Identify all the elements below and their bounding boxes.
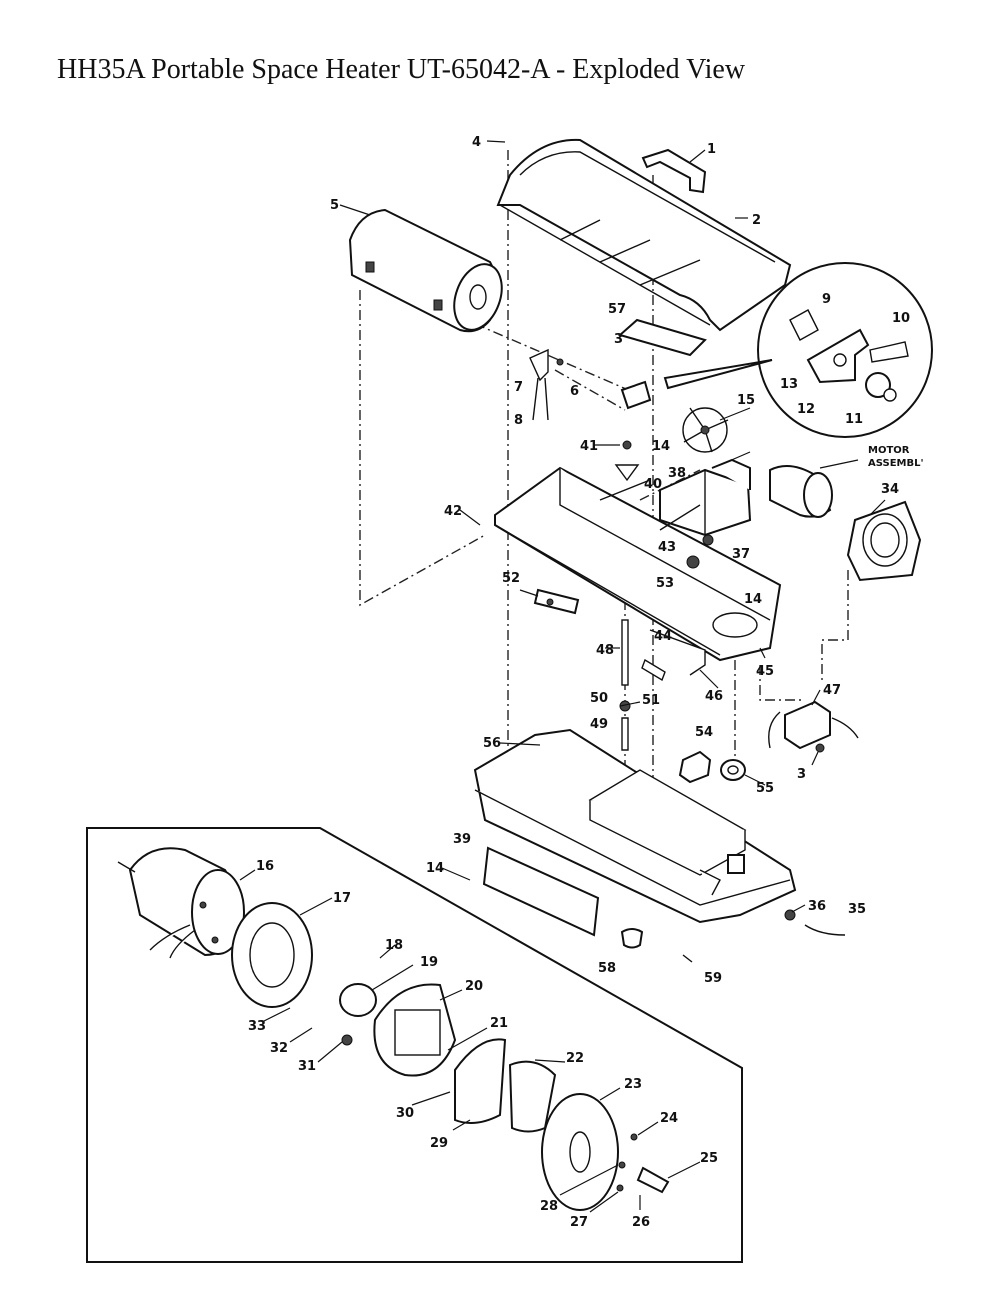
part-label-55: 55 <box>756 781 774 796</box>
transformer <box>768 700 859 753</box>
detail-inset <box>663 262 933 438</box>
part-label-2: 2 <box>752 213 761 228</box>
page-title: HH35A Portable Space Heater UT-65042-A -… <box>57 54 746 85</box>
part-label-17: 17 <box>333 891 351 906</box>
part-label-26: 26 <box>632 1215 650 1230</box>
part-label-42: 42 <box>444 504 462 519</box>
part-label-32: 32 <box>270 1041 288 1056</box>
part-label-45: 45 <box>756 664 774 679</box>
part-label-22: 22 <box>566 1051 584 1066</box>
parts-54-55 <box>678 750 746 784</box>
part-label-28: 28 <box>540 1199 558 1214</box>
rod-48-50 <box>619 619 666 751</box>
motor-assembly-label-line2: ASSEMBL' <box>868 458 924 469</box>
part-label-20: 20 <box>465 979 483 994</box>
part-label-24: 24 <box>660 1111 678 1126</box>
part-label-14-second: 14 <box>744 592 762 607</box>
bracket-13 <box>620 380 652 410</box>
part-label-1: 1 <box>707 142 716 157</box>
part-label-38: 38 <box>668 466 686 481</box>
part-label-25: 25 <box>700 1151 718 1166</box>
part-label-27: 27 <box>570 1215 588 1230</box>
part-label-18: 18 <box>385 938 403 953</box>
part-label-53: 53 <box>656 576 674 591</box>
part-label-31: 31 <box>298 1059 316 1074</box>
part-label-51: 51 <box>642 693 660 708</box>
part-label-34: 34 <box>881 482 899 497</box>
small-bottom-parts <box>620 909 846 963</box>
fan <box>682 407 729 453</box>
plate-57 <box>617 318 707 357</box>
part-label-4: 4 <box>472 135 481 150</box>
part-label-41: 41 <box>580 439 598 454</box>
part-label-56: 56 <box>483 736 501 751</box>
part-label-43: 43 <box>658 540 676 555</box>
part-label-47: 47 <box>823 683 841 698</box>
end-cap-23 <box>541 1093 670 1211</box>
part-label-3: 3 <box>614 332 623 347</box>
bracket-6-7-8 <box>529 348 564 421</box>
part-label-30: 30 <box>396 1106 414 1121</box>
part-label-9: 9 <box>822 292 831 307</box>
housing-20 <box>341 983 457 1077</box>
part-label-13: 13 <box>780 377 798 392</box>
part-label-16: 16 <box>256 859 274 874</box>
part-label-54: 54 <box>695 725 713 740</box>
part-label-35: 35 <box>848 902 866 917</box>
top-shell <box>496 138 792 332</box>
part-label-6: 6 <box>570 384 579 399</box>
part-label-36: 36 <box>808 899 826 914</box>
block-52 <box>533 588 580 615</box>
fuel-tank <box>473 728 797 924</box>
motor-assembly-label-line1: MOTOR <box>868 445 910 456</box>
part-labels: 1 2 3 4 5 6 7 8 9 10 11 12 13 14 15 16 1… <box>248 135 924 1230</box>
part-label-58: 58 <box>598 961 616 976</box>
combustion-chamber <box>348 208 503 333</box>
part-label-7: 7 <box>514 380 523 395</box>
part-label-19: 19 <box>420 955 438 970</box>
part-label-5: 5 <box>330 198 339 213</box>
part-label-49: 49 <box>590 717 608 732</box>
part-label-12: 12 <box>797 402 815 417</box>
leader-lines <box>239 140 886 1213</box>
part-label-44: 44 <box>654 629 672 644</box>
part-label-21: 21 <box>490 1016 508 1031</box>
base-frame <box>494 466 782 676</box>
motor-bracket <box>659 458 833 546</box>
part-label-15: 15 <box>737 393 755 408</box>
ring-17 <box>231 902 313 1008</box>
part-label-46: 46 <box>705 689 723 704</box>
part-label-8: 8 <box>514 413 523 428</box>
part-label-29: 29 <box>430 1136 448 1151</box>
part-label-52: 52 <box>502 571 520 586</box>
part-label-23: 23 <box>624 1077 642 1092</box>
part-label-48: 48 <box>596 643 614 658</box>
part-label-50: 50 <box>590 691 608 706</box>
part-label-57: 57 <box>608 302 626 317</box>
disc-19 <box>339 983 377 1017</box>
part-label-33: 33 <box>248 1019 266 1034</box>
part-label-37: 37 <box>732 547 750 562</box>
part-label-3-second: 3 <box>797 767 806 782</box>
part-label-14-third: 14 <box>426 861 444 876</box>
part-label-39: 39 <box>453 832 471 847</box>
part-label-10: 10 <box>892 311 910 326</box>
handle <box>641 148 707 194</box>
motor-16 <box>117 847 245 959</box>
part-label-40: 40 <box>644 477 662 492</box>
part-label-14: 14 <box>652 439 670 454</box>
filters <box>454 1038 557 1133</box>
rear-guard <box>846 500 922 582</box>
strip-39 <box>482 846 600 937</box>
nozzle-41 <box>614 440 640 482</box>
part-label-59: 59 <box>704 971 722 986</box>
part-label-11: 11 <box>845 412 863 427</box>
